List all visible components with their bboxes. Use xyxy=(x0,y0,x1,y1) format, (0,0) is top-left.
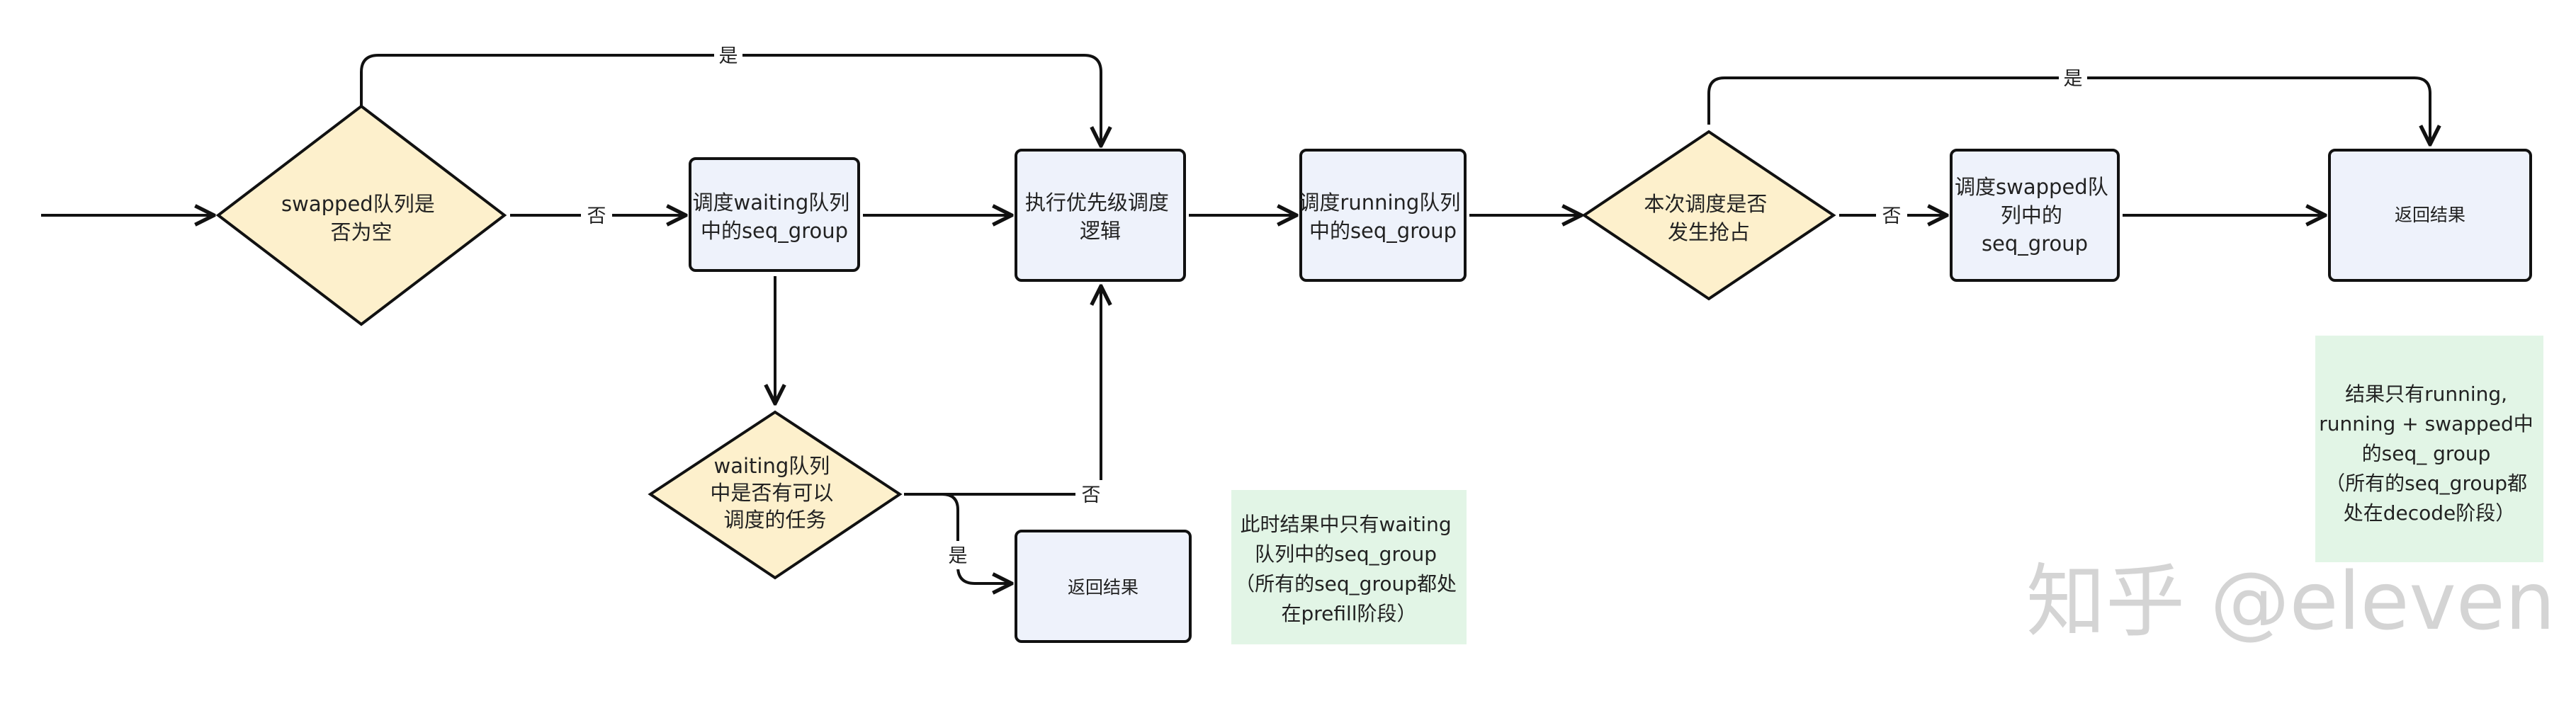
svg-text:返回结果: 返回结果 xyxy=(1068,577,1139,598)
process-execute-priority: 执行优先级调度 逻辑 xyxy=(1015,149,1186,282)
note-running: 结果只有running, running + swapped中 的seq_ gr… xyxy=(2315,336,2543,562)
edge-label-yes-top-right: 是 xyxy=(2064,68,2083,90)
note-running-text: 结果只有running, running + swapped中 的seq_ gr… xyxy=(2319,382,2539,525)
process-schedule-running: 调度running队列 中的seq_group xyxy=(1299,149,1467,282)
edge-label-yes-top-left: 是 xyxy=(719,45,738,67)
svg-text:执行优先级调度 逻辑: 执行优先级调度 逻辑 xyxy=(1025,190,1175,243)
svg-text:swapped队列是 否为空: swapped队列是 否为空 xyxy=(281,192,441,244)
svg-text:返回结果: 返回结果 xyxy=(2395,205,2465,225)
process-schedule-swapped: 调度swapped队 列中的 seq_group xyxy=(1950,149,2120,282)
process-return-result-1: 返回结果 xyxy=(2328,149,2532,282)
process-schedule-waiting: 调度waiting队列 中的seq_group xyxy=(689,157,860,272)
svg-text:调度running队列 中的seq_group: 调度running队列 中的seq_group xyxy=(1299,190,1467,243)
watermark: 知乎 @eleven xyxy=(2026,556,2555,648)
svg-text:本次调度是否 发生抢占: 本次调度是否 发生抢占 xyxy=(1644,192,1773,244)
decision-swapped-empty: swapped队列是 否为空 xyxy=(215,104,507,326)
svg-text:waiting队列 中是否有可以 调: waiting队列 中是否有可以 调度的任务 xyxy=(710,454,840,532)
edge-check-yes xyxy=(904,493,1012,583)
edge-label-no-1: 否 xyxy=(587,205,606,227)
edge-label-no-3: 否 xyxy=(1082,484,1101,506)
edge-check-no xyxy=(904,286,1101,496)
edge-labels: 是 否 是 否 否 是 xyxy=(581,41,2087,569)
svg-text:调度waiting队列 中的seq_group: 调度waiting队列 中的seq_group xyxy=(693,190,857,243)
decision-waiting-schedulable: waiting队列 中是否有可以 调度的任务 xyxy=(648,410,903,580)
edge-label-yes-bottom: 是 xyxy=(949,545,968,567)
note-waiting-text: 此时结果中只有waiting 队列中的seq_group （所有的seq_gro… xyxy=(1235,513,1463,625)
decision-preempt: 本次调度是否 发生抢占 xyxy=(1581,130,1836,301)
edge-label-no-2: 否 xyxy=(1882,205,1902,227)
note-waiting: 此时结果中只有waiting 队列中的seq_group （所有的seq_gro… xyxy=(1231,490,1467,644)
process-return-result-2: 返回结果 xyxy=(1015,530,1192,643)
svg-text:调度swapped队 列中的 seq: 调度swapped队 列中的 seq_group xyxy=(1955,175,2115,256)
